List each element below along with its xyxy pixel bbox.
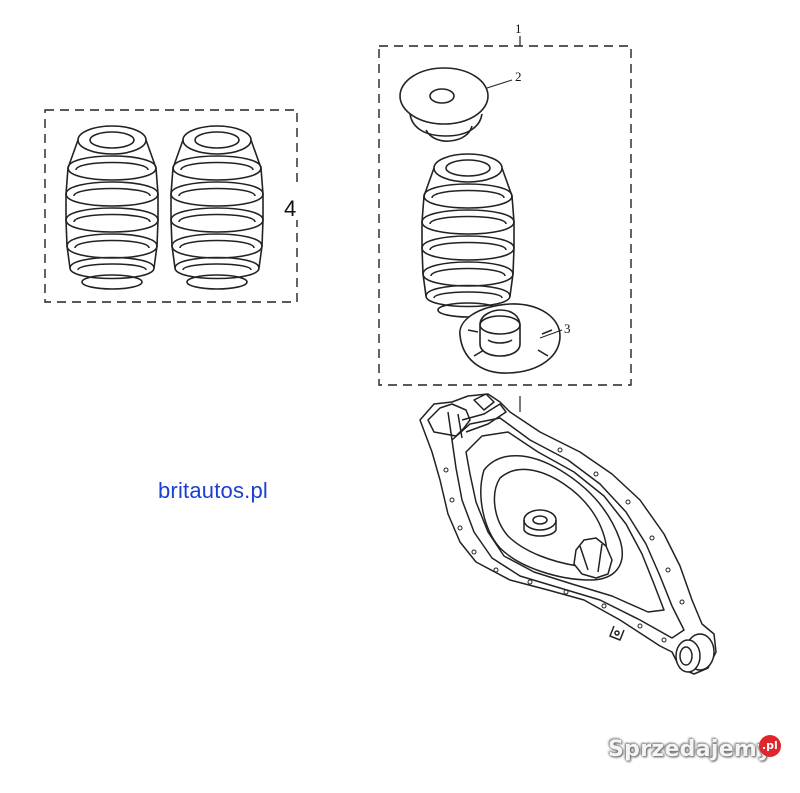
watermark-logo: Sprzedajemy bbox=[608, 737, 772, 762]
coil-spring-assembly bbox=[421, 153, 515, 318]
site-url-text: britautos.pl bbox=[158, 478, 269, 503]
trailing-arm bbox=[419, 393, 717, 675]
spring-assembly-group: 1 2 3 bbox=[378, 18, 632, 386]
callout-2: 2 bbox=[515, 69, 522, 84]
spring-pair-group: 4 bbox=[44, 109, 304, 303]
assembly-dashed-box bbox=[378, 45, 632, 386]
callout-3: 3 bbox=[564, 321, 571, 336]
callout-1-bg bbox=[513, 18, 527, 36]
top-mount bbox=[399, 67, 489, 142]
coil-spring-right bbox=[170, 125, 264, 290]
watermark-badge-icon bbox=[759, 735, 781, 757]
spring-seat bbox=[459, 303, 561, 374]
callout-4-bg bbox=[278, 188, 304, 220]
watermark-badge-text: .pl bbox=[762, 739, 778, 752]
callout-3-leader bbox=[539, 329, 563, 339]
coil-spring-left bbox=[65, 125, 159, 290]
callout-1: 1 bbox=[515, 21, 522, 36]
callout-2-leader bbox=[486, 79, 513, 89]
callout-4: 4 bbox=[284, 196, 296, 221]
